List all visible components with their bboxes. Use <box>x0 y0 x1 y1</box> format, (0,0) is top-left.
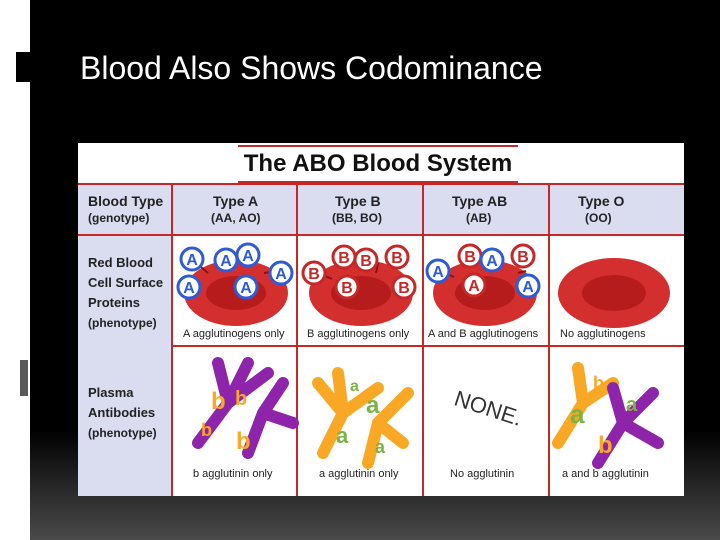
rowlabel-antigens-line: Cell Surface <box>88 275 164 290</box>
antigen-ab-6: A <box>515 273 541 299</box>
none-label: NONE. <box>451 386 525 431</box>
left-decor-strip <box>0 0 30 540</box>
accent-mark-top <box>16 52 30 82</box>
svg-text:B: B <box>517 249 529 266</box>
antigen-ab-2: B <box>457 243 483 269</box>
rowlabel-antigens: Red Blood Cell Surface Proteins (phenoty… <box>88 255 163 331</box>
antigen-a-4: A <box>268 260 294 286</box>
svg-text:B: B <box>398 280 410 297</box>
col-type-a-title: Type A <box>213 193 259 209</box>
svg-text:b: b <box>201 420 212 440</box>
rule-middle <box>78 345 684 347</box>
antibody-anti-a-group: a a a a <box>312 367 414 469</box>
svg-text:a: a <box>375 437 386 457</box>
antigen-b-5: B <box>334 274 360 300</box>
antigen-b-2: B <box>331 244 357 270</box>
svg-text:B: B <box>308 266 320 283</box>
col-type-ab-title: Type AB <box>452 193 508 209</box>
svg-text:b: b <box>598 432 613 459</box>
header-label-line1: Blood Type <box>88 193 164 209</box>
antigen-b-3: B <box>353 247 379 273</box>
svg-text:A: A <box>522 279 534 296</box>
col-type-b-genotype: (BB, BO) <box>332 211 382 225</box>
col-type-o-title: Type O <box>578 193 625 209</box>
rule-top <box>78 183 684 185</box>
caption-antigen-type-ab: A and B agglutinogens <box>428 328 539 340</box>
antigen-ab-4: B <box>510 243 536 269</box>
antigen-ab-3: A <box>479 247 505 273</box>
antigen-b-6: B <box>391 274 417 300</box>
accent-mark-mid <box>20 360 28 396</box>
svg-text:A: A <box>468 278 480 295</box>
col-type-ab-genotype: (AB) <box>466 211 492 225</box>
antigen-a-6: A <box>233 274 259 300</box>
svg-text:A: A <box>275 266 287 283</box>
figure-title: The ABO Blood System <box>238 145 518 183</box>
svg-text:B: B <box>360 253 372 270</box>
svg-text:b: b <box>236 428 251 455</box>
antibody-both-group: b a a b <box>552 362 664 469</box>
slide-title: Blood Also Shows Codominance <box>80 50 543 86</box>
svg-text:A: A <box>183 280 195 297</box>
caption-antibody-type-ab: No agglutinin <box>450 468 515 480</box>
caption-antigen-type-a: A agglutinogens only <box>183 328 285 340</box>
antigen-a-2: A <box>213 247 239 273</box>
rowlabel-antigens-line: Red Blood <box>88 255 153 270</box>
abo-figure: A A A A A A B B B B B B A B A B A A b b … <box>78 143 684 496</box>
header-band <box>78 183 684 235</box>
rowlabel-antigens-line: (phenotype) <box>88 316 157 330</box>
svg-text:A: A <box>220 253 232 270</box>
svg-text:A: A <box>486 253 498 270</box>
rowlabel-antibodies-line: Plasma <box>88 385 134 400</box>
svg-text:b: b <box>235 388 247 410</box>
col-type-b-title: Type B <box>335 193 381 209</box>
antigen-ab-5: A <box>461 272 487 298</box>
antigen-b-4: B <box>384 244 410 270</box>
svg-text:a: a <box>570 399 585 429</box>
antigen-a-3: A <box>235 242 261 268</box>
svg-text:A: A <box>432 264 444 281</box>
rule-header <box>78 234 684 236</box>
col-sep-3 <box>422 183 424 496</box>
rbc-type-o <box>558 258 670 328</box>
rowlabel-antibodies-line: (phenotype) <box>88 426 157 440</box>
antigen-ab-1: A <box>425 258 451 284</box>
svg-text:A: A <box>186 252 198 269</box>
svg-text:B: B <box>338 250 350 267</box>
figure-grid: A A A A A A B B B B B B A B A B A A b b … <box>78 183 684 496</box>
svg-text:a: a <box>350 378 359 395</box>
col-sep-4 <box>548 183 550 496</box>
rowlabel-antigens-line: Proteins <box>88 295 141 310</box>
svg-text:A: A <box>242 248 254 265</box>
antibody-anti-b-group: b b b b <box>192 357 299 459</box>
svg-text:b: b <box>593 373 604 393</box>
antigen-b-1: B <box>301 260 327 286</box>
caption-antibody-type-b: a agglutinin only <box>319 468 399 480</box>
svg-text:a: a <box>366 392 380 419</box>
svg-text:b: b <box>211 388 226 415</box>
svg-text:B: B <box>464 249 476 266</box>
col-sep-2 <box>296 183 298 496</box>
caption-antibody-type-a: b agglutinin only <box>193 468 273 480</box>
caption-antigen-type-o: No agglutinogens <box>560 328 646 340</box>
col-type-a-genotype: (AA, AO) <box>211 211 261 225</box>
svg-text:B: B <box>391 250 403 267</box>
rowlabel-antibodies: Plasma Antibodies (phenotype) <box>88 385 157 441</box>
svg-text:B: B <box>341 280 353 297</box>
caption-antibody-type-o: a and b agglutinin <box>562 468 649 480</box>
svg-text:a: a <box>336 423 349 448</box>
rowlabel-antibodies-line: Antibodies <box>88 405 156 420</box>
svg-text:a: a <box>626 394 638 416</box>
header-label-line2: (genotype) <box>88 211 150 225</box>
caption-antigen-type-b: B agglutinogens only <box>307 328 410 340</box>
col-sep-1 <box>171 183 173 496</box>
antigen-a-5: A <box>176 274 202 300</box>
rowlabel-bg <box>78 236 171 496</box>
svg-text:A: A <box>240 280 252 297</box>
antigen-a-1: A <box>179 246 205 272</box>
col-type-o-genotype: (OO) <box>585 211 612 225</box>
